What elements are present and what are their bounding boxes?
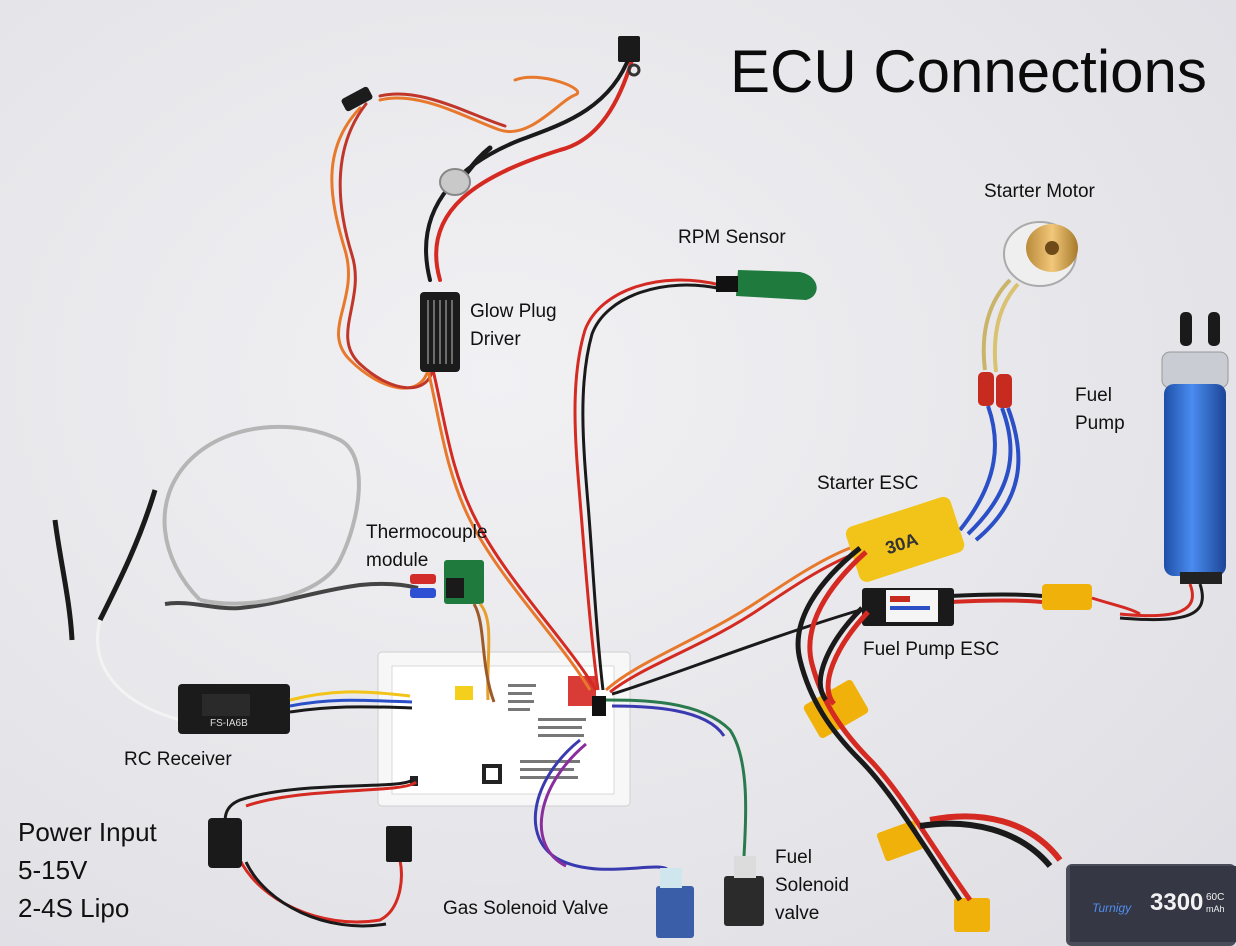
fuel-solenoid-valve-label-line: valve [775,903,820,924]
lipo-battery-icon: 3300 60C mAh Turnigy [1066,864,1236,946]
glow-plug-icon [439,168,471,196]
battery-capacity-text: 3300 [1150,889,1203,916]
power-input-wiring [223,778,418,928]
fuel-solenoid-valve-icon [605,698,764,926]
power-input-label-line: Power Input [18,817,157,847]
fuel-pump-icon [1119,312,1229,622]
rc-receiver-icon: FS-IA6B [52,489,413,734]
receiver-model-text: FS-IA6B [210,718,248,729]
power-input-label-line: 5-15V [18,855,88,885]
power-input-label-line: 2-4S Lipo [18,893,130,923]
thermocouple-module-label-line: Thermocouple [366,522,488,543]
battery-rating-text: 60C [1206,892,1224,903]
glow-plug-wiring [330,53,634,390]
glow-plug-driver-label-line: Glow Plug [470,301,557,322]
rpm-sensor [573,270,817,691]
starter-esc-icon: 30A [845,496,965,582]
battery-leads [795,546,1063,902]
glow-plug-driver [420,292,598,691]
fuel-pump-label-line: Fuel [1075,385,1112,406]
thermocouple-module-label-line: module [366,550,429,571]
xt60-connectors [803,584,1141,932]
rc-receiver-label: RC Receiver [124,749,232,770]
thermocouple-module-icon [410,560,496,703]
battery-brand-text: Turnigy [1092,901,1132,915]
fuel-pump-label-line: Pump [1075,413,1125,434]
esc-signal-wiring [605,546,861,696]
page-title: ECU Connections [730,38,1207,105]
ecu-board [377,651,631,807]
power-switch-icon [208,818,242,868]
fuel-solenoid-valve-label-line: Fuel [775,847,812,868]
starter-motor-label: Starter Motor [984,181,1095,202]
power-input-label: Power Input 5-15V 2-4S Lipo [18,813,157,927]
fuel-pump-esc-label: Fuel Pump ESC [863,639,1000,660]
fuel-solenoid-valve-label: Fuel Solenoid valve [775,844,849,928]
gas-solenoid-valve-icon [533,738,694,938]
starter-esc-label: Starter ESC [817,473,919,494]
thermocouple-probe [162,424,419,611]
glow-plug-driver-label: Glow Plug Driver [470,298,557,354]
glow-plug-terminal-icon [618,36,640,62]
thermocouple-module-label: Thermocouple module [366,519,487,575]
power-connector-icon [386,826,412,862]
fuel-pump-label: Fuel Pump [1075,382,1125,438]
fuel-pump-esc-icon [862,588,1043,626]
glow-plug-connector-icon [341,86,373,112]
gas-solenoid-valve-label: Gas Solenoid Valve [443,898,609,919]
battery-unit-text: mAh [1206,904,1225,914]
fuel-solenoid-valve-label-line: Solenoid [775,875,849,896]
rpm-sensor-label: RPM Sensor [678,227,786,248]
starter-motor-icon [958,221,1078,542]
glow-plug-driver-label-line: Driver [470,329,521,350]
